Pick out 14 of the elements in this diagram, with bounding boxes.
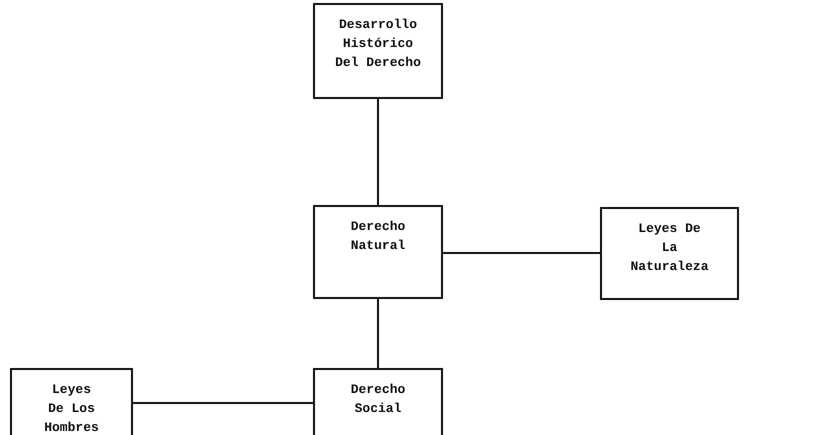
- node-label: Derecho Natural: [350, 218, 406, 255]
- text-box: [10, 368, 133, 435]
- text-box: [313, 3, 443, 99]
- node-label: Leyes De Los Hombres: [44, 381, 99, 435]
- connector-line: [443, 252, 600, 254]
- text-box: [313, 368, 443, 435]
- text-box: [313, 205, 443, 299]
- text-box: [600, 207, 739, 300]
- connector-line: [377, 299, 379, 368]
- node-label: Leyes De La Naturaleza: [630, 220, 708, 276]
- connector-line: [377, 99, 379, 205]
- connector-line: [133, 402, 313, 404]
- node-label: Desarrollo Histórico Del Derecho: [335, 16, 421, 72]
- node-label: Derecho Social: [350, 381, 406, 418]
